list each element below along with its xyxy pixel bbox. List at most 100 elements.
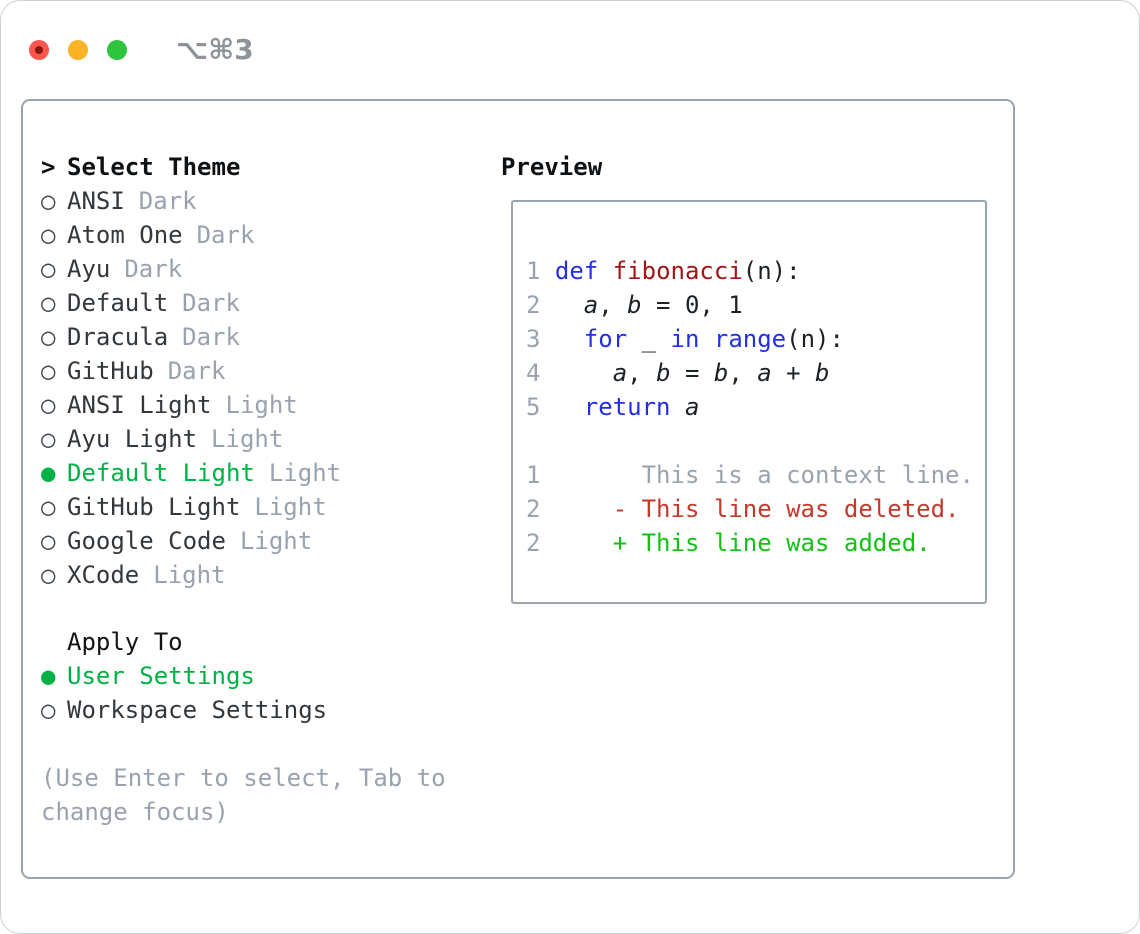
code-line: 4 a, b = b, a + b bbox=[526, 356, 985, 390]
theme-option[interactable]: ○ ANSI Light Light bbox=[41, 388, 499, 422]
theme-name: GitHub bbox=[67, 357, 154, 385]
theme-option[interactable]: ○ Default Dark bbox=[41, 286, 499, 320]
theme-variant-tag: Dark bbox=[138, 187, 197, 215]
theme-name: Ayu Light bbox=[67, 425, 198, 453]
code-segment-ctx: This is a context line. bbox=[641, 461, 974, 489]
apply-option[interactable]: ○ Workspace Settings bbox=[41, 693, 499, 727]
theme-variant-tag: Dark bbox=[167, 357, 226, 385]
code-segment-var: b bbox=[713, 359, 729, 387]
maximize-button-icon[interactable] bbox=[107, 39, 127, 60]
theme-variant-tag: Dark bbox=[182, 289, 240, 317]
apply-header-spacer bbox=[41, 625, 67, 659]
theme-name: Default Light bbox=[67, 459, 255, 487]
code-line: 2 - This line was deleted. bbox=[526, 492, 985, 526]
apply-to-title: Apply To bbox=[67, 628, 183, 656]
theme-list-title: Select Theme bbox=[67, 153, 241, 181]
code-segment-kw: return bbox=[583, 393, 671, 421]
theme-name: Atom One bbox=[67, 221, 183, 249]
code-segment-del: - This line was deleted. bbox=[612, 495, 960, 523]
radio-selected-icon: ● bbox=[41, 662, 56, 690]
code-segment-plain: , bbox=[627, 359, 657, 387]
code-segment-num: 1 bbox=[526, 461, 642, 489]
theme-variant-tag: Dark bbox=[196, 221, 255, 249]
code-segment-plain: (n): bbox=[786, 325, 844, 353]
radio-unselected-icon: ○ bbox=[41, 221, 56, 249]
right-column: Preview 1 def fibonacci(n):2 a, b = 0, 1… bbox=[499, 150, 995, 877]
theme-variant-tag: Light bbox=[225, 391, 298, 419]
code-segment-plain: + bbox=[771, 359, 816, 387]
radio-unselected-icon: ○ bbox=[41, 527, 56, 555]
radio-unselected-icon: ○ bbox=[41, 391, 56, 419]
code-segment-var: a bbox=[757, 359, 772, 387]
code-segment-plain: = bbox=[670, 359, 714, 387]
theme-variant-tag: Light bbox=[239, 527, 313, 555]
apply-to-header: Apply To bbox=[41, 625, 499, 659]
code-segment-kw: in bbox=[670, 325, 700, 353]
code-line bbox=[526, 424, 985, 458]
theme-option[interactable]: ○ ANSI Dark bbox=[41, 184, 499, 218]
code-segment-num: 3 bbox=[526, 325, 584, 353]
cursor-icon: > bbox=[41, 153, 56, 181]
theme-variant-tag: Dark bbox=[124, 255, 183, 283]
apply-to-section: Apply To ● User Settings ○ Workspace Settin… bbox=[41, 625, 499, 727]
code-segment-plain: , bbox=[598, 291, 628, 319]
code-segment-var: b bbox=[627, 291, 642, 319]
code-segment-fn: fibonacci bbox=[612, 257, 743, 285]
radio-unselected-icon: ○ bbox=[41, 493, 56, 521]
theme-option[interactable]: ○ Atom One Dark bbox=[41, 218, 499, 252]
code-segment-kw: def bbox=[554, 257, 599, 285]
code-segment-num: 1 bbox=[526, 257, 555, 285]
apply-option-label: User Settings bbox=[67, 662, 255, 690]
code-line: 2 a, b = 0, 1 bbox=[526, 288, 985, 322]
radio-unselected-icon: ○ bbox=[41, 696, 56, 724]
code-segment-num: 5 bbox=[526, 393, 584, 421]
theme-name: ANSI bbox=[67, 187, 125, 215]
apply-option[interactable]: ● User Settings bbox=[41, 659, 499, 693]
code-segment-plain: = 0, 1 bbox=[641, 291, 743, 319]
code-segment-var: b bbox=[815, 359, 830, 387]
minimize-button-icon[interactable] bbox=[68, 39, 88, 60]
radio-unselected-icon: ○ bbox=[41, 255, 56, 283]
theme-variant-tag: Light bbox=[268, 459, 342, 487]
theme-variant-tag: Dark bbox=[182, 323, 240, 351]
help-text: (Use Enter to select, Tab to change focu… bbox=[41, 764, 446, 826]
titlebar: ⌥⌘3 bbox=[1, 1, 1139, 98]
code-segment-var: a bbox=[612, 359, 628, 387]
theme-name: Dracula bbox=[67, 323, 169, 351]
theme-name: Ayu bbox=[67, 255, 111, 283]
radio-unselected-icon: ○ bbox=[41, 561, 56, 589]
theme-name: GitHub Light bbox=[67, 493, 241, 521]
preview-title: Preview bbox=[501, 153, 603, 181]
radio-unselected-icon: ○ bbox=[41, 425, 56, 453]
code-segment-num: 2 bbox=[526, 529, 613, 557]
code-segment-plain: (n): bbox=[742, 257, 801, 285]
theme-name: ANSI Light bbox=[67, 391, 212, 419]
window-title-shortcut: ⌥⌘3 bbox=[176, 33, 254, 66]
theme-option[interactable]: ○ Ayu Dark bbox=[41, 252, 499, 286]
radio-selected-icon: ● bbox=[41, 459, 56, 487]
code-segment-plain bbox=[598, 257, 612, 285]
theme-option[interactable]: ● Default Light Light bbox=[41, 456, 499, 490]
radio-unselected-icon: ○ bbox=[41, 289, 56, 317]
close-button-icon[interactable] bbox=[29, 39, 49, 60]
theme-name: Default bbox=[67, 289, 169, 317]
code-segment-plain bbox=[671, 393, 685, 421]
code-line: 3 for _ in range(n): bbox=[526, 322, 985, 356]
code-segment-var: a bbox=[684, 393, 700, 421]
radio-unselected-icon: ○ bbox=[41, 187, 56, 215]
code-segment-plain: , bbox=[728, 359, 758, 387]
code-segment-kw: range bbox=[713, 325, 787, 353]
theme-option[interactable]: ○ GitHub Light Light bbox=[41, 490, 499, 524]
apply-to-options: ● User Settings ○ Workspace Settings bbox=[41, 659, 499, 727]
theme-variant-tag: Light bbox=[254, 493, 327, 521]
apply-option-label: Workspace Settings bbox=[67, 696, 328, 724]
